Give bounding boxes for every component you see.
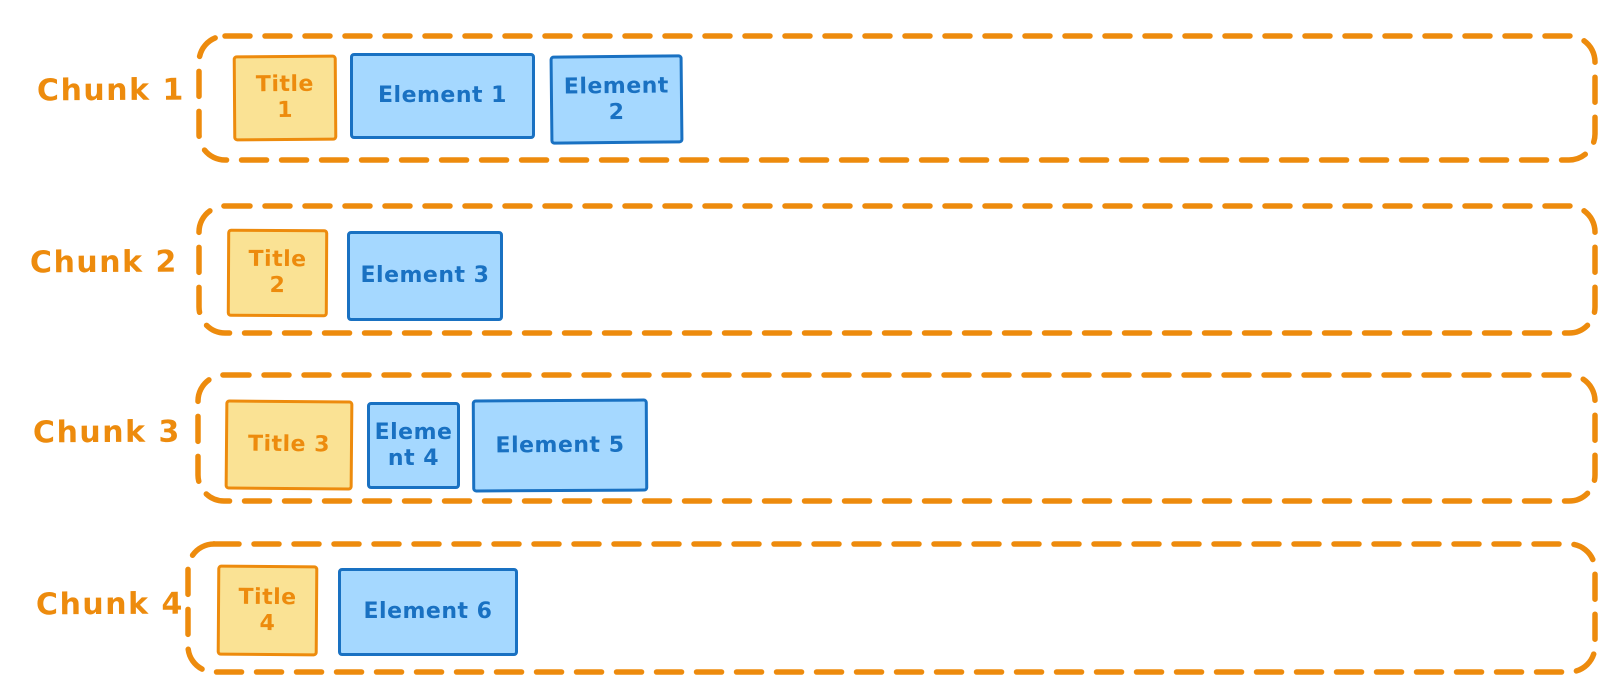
chunk-1-element-2-box: Element 2	[549, 54, 684, 145]
chunk-3-label: Chunk 3	[32, 414, 181, 451]
chunk-4-container-border	[185, 541, 1598, 675]
chunk-3-element-1-label: Element 4	[374, 419, 453, 471]
chunk-2-element-1-box: Element 3	[347, 231, 503, 321]
chunk-3-element-2-box: Element 5	[471, 398, 649, 493]
chunk-2-title-label: Title 2	[248, 246, 307, 299]
chunk-1-element-2-label: Element 2	[563, 72, 669, 125]
chunk-3-title-box: Title 3	[224, 399, 354, 491]
chunk-1-title-label: Title 1	[255, 71, 315, 124]
chunk-3-container-border	[195, 372, 1598, 504]
chunk-3-element-1-box: Element 4	[367, 402, 460, 489]
chunk-2-label: Chunk 2	[29, 244, 178, 281]
chunk-1-container-border	[196, 33, 1598, 163]
chunk-1-element-1-box: Element 1	[350, 53, 535, 139]
chunk-4-title-label: Title 4	[238, 584, 297, 636]
chunk-4-element-1-box: Element 6	[338, 568, 518, 656]
chunk-1-label: Chunk 1	[36, 72, 185, 109]
chunk-1-element-1-label: Element 1	[378, 83, 507, 109]
chunk-2-element-1-label: Element 3	[360, 263, 490, 289]
chunk-3-element-2-label: Element 5	[495, 432, 625, 458]
chunk-4-element-1-label: Element 6	[363, 599, 493, 625]
chunk-4-title-box: Title 4	[216, 564, 319, 657]
chunk-4-label: Chunk 4	[35, 586, 184, 623]
chunk-2-container-border	[196, 203, 1598, 336]
chunk-1-title-box: Title 1	[232, 54, 338, 142]
chunk-3-title-label: Title 3	[247, 431, 331, 458]
chunk-2-title-box: Title 2	[226, 228, 329, 318]
